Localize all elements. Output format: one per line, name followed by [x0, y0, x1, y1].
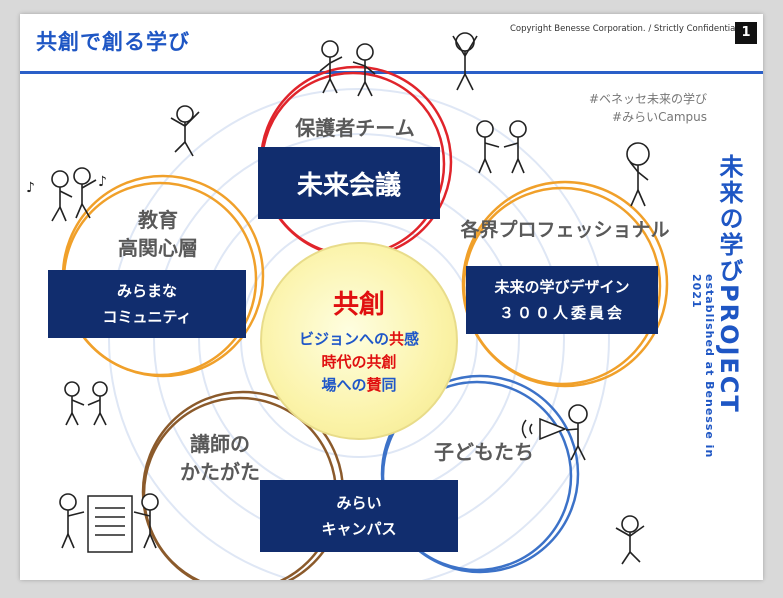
- page-title: 共創で創る学び: [36, 30, 190, 54]
- center-line-2: 時代の共創: [321, 353, 397, 371]
- person-icon: [452, 32, 478, 91]
- professionals-box-line1: 未来の学びデザイン: [494, 278, 630, 296]
- education-box-line1: みらまな: [116, 282, 177, 300]
- title-divider: [20, 71, 763, 74]
- project-title: 未来の学びPROJECT: [715, 154, 743, 414]
- center-title: 共創: [332, 290, 385, 320]
- education-label-line2: 高関心層: [118, 236, 198, 260]
- hashtag-benesse: #ベネッセ未来の学び: [588, 92, 707, 106]
- education-box-line2: コミュニティ: [102, 308, 192, 326]
- parents-box: 未来会議: [258, 147, 440, 219]
- svg-text:♪: ♪: [98, 174, 107, 190]
- person-icon: [352, 43, 376, 97]
- person-icon: [626, 142, 650, 207]
- parents-box-text: 未来会議: [296, 170, 401, 201]
- children-label: 子どもたち: [434, 440, 534, 464]
- professionals-box-line2: ３００人委員会: [498, 304, 625, 322]
- center-message: ビジョンへの共感 時代の共創 場への賛同: [262, 328, 456, 397]
- education-label-line1: 教育: [138, 208, 178, 232]
- cocreation-center: 共創 ビジョンへの共感 時代の共創 場への賛同: [260, 242, 458, 440]
- person-icon: [64, 381, 85, 426]
- children-circle: [380, 374, 580, 574]
- person-icon: [51, 170, 73, 222]
- page-number-badge: 1: [735, 22, 757, 44]
- person-icon: [73, 167, 97, 219]
- document-icon: [87, 495, 133, 553]
- children-box-line2: キャンパス: [321, 520, 397, 538]
- copyright-notice: Copyright Benesse Corporation. / Strictl…: [510, 24, 741, 34]
- center-line-1: ビジョンへの共感: [298, 330, 420, 348]
- instructors-label: 講師の かたがた: [160, 430, 280, 486]
- person-icon: [170, 105, 200, 157]
- education-box: みらまな コミュニティ: [48, 270, 246, 338]
- children-box-line1: みらい: [336, 494, 382, 512]
- person-icon: [565, 404, 588, 461]
- svg-text:♪: ♪: [26, 180, 35, 196]
- parents-label: 保護者チーム: [295, 116, 415, 140]
- person-icon: [615, 515, 645, 565]
- instructors-label-line2: かたがた: [180, 460, 260, 484]
- education-label: 教育 高関心層: [98, 206, 218, 262]
- professionals-circle: [461, 180, 669, 388]
- slide: 共創で創る学び Copyright Benesse Corporation. /…: [20, 14, 763, 580]
- person-icon: [59, 493, 85, 549]
- project-subtitle: established at Benesse in 2021: [690, 274, 716, 459]
- person-icon: [476, 120, 500, 174]
- person-icon: [319, 40, 343, 94]
- project-branding: 未来の学びPROJECT established at Benesse in 2…: [690, 154, 752, 484]
- instructors-label-line1: 講師の: [190, 432, 250, 456]
- children-box: みらい キャンパス: [260, 480, 458, 552]
- professionals-box: 未来の学びデザイン ３００人委員会: [466, 266, 658, 334]
- music-note-icon: ♪♪: [26, 174, 107, 196]
- person-icon: [503, 120, 527, 174]
- hashtags: #ベネッセ未来の学び #みらいCampus: [567, 90, 707, 126]
- professionals-label: 各界プロフェッショナル: [460, 219, 670, 241]
- megaphone-icon: [521, 417, 568, 441]
- person-icon: [87, 381, 108, 426]
- center-line-3: 場への賛同: [321, 376, 397, 394]
- person-icon: [133, 493, 159, 549]
- hashtag-campus: #みらいCampus: [612, 110, 707, 124]
